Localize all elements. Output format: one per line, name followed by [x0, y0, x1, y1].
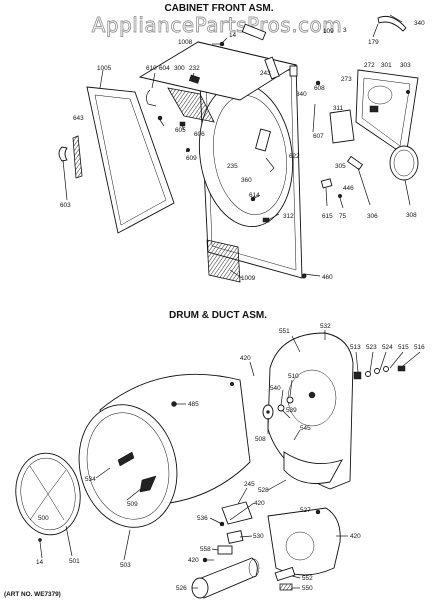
part-label: 420	[350, 533, 361, 540]
part-label: 540	[270, 385, 281, 392]
part-label: 311	[333, 105, 344, 112]
part-label: 1009	[241, 275, 256, 282]
blower-housing	[267, 507, 341, 576]
part-label: 273	[341, 76, 352, 83]
part-label: 604	[159, 65, 170, 72]
part-label: 109	[323, 28, 334, 35]
part-label: 245	[244, 481, 255, 488]
part-label: 515	[398, 344, 409, 351]
part-label: 550	[302, 585, 313, 592]
right-side-bracket	[355, 69, 419, 157]
drum-leader-lines	[39, 330, 421, 589]
drum-front-ring	[15, 452, 81, 542]
part-label: 1008	[178, 39, 193, 46]
duct-shroud	[283, 451, 343, 484]
part-label: 523	[366, 344, 377, 351]
part-label: 301	[381, 62, 392, 69]
cabinet-section-title: CABINET FRONT ASM.	[164, 3, 273, 14]
part-label: 243	[260, 70, 271, 77]
part-label: 272	[364, 62, 375, 69]
door-seal-ring	[389, 145, 419, 181]
part-label: 552	[302, 575, 313, 582]
part-label: 460	[322, 274, 333, 281]
part-label: 610	[146, 65, 157, 72]
part-label: 534	[85, 476, 96, 483]
part-label: 308	[406, 212, 417, 219]
part-label: 539	[286, 407, 297, 414]
part-label: 179	[368, 39, 379, 46]
blower-clips	[274, 566, 296, 591]
part-label: 527	[300, 507, 311, 514]
cabinet-leader-lines	[62, 14, 411, 279]
part-label: 501	[69, 558, 80, 565]
art-number: (ART NO. WE7379)	[4, 591, 61, 598]
part-label: 420	[188, 557, 199, 564]
part-label: 615	[322, 213, 333, 220]
motor-mount-parts	[202, 501, 253, 563]
part-label: 622	[289, 153, 300, 160]
part-label: 300	[174, 65, 185, 72]
drive-motor	[191, 557, 260, 599]
part-label: 526	[176, 585, 187, 592]
part-label: 503	[120, 562, 131, 569]
watermark: AppliancePartsPros.com	[92, 13, 343, 37]
part-label: 3	[343, 27, 347, 34]
part-label: 360	[241, 177, 252, 184]
front-door-panel	[72, 86, 175, 234]
part-label: 305	[335, 163, 346, 170]
part-label: 340	[296, 91, 307, 98]
cabinet-part-labels: 340 179 1008 14 109 3 243 608 273 272 30…	[60, 20, 425, 282]
part-label: 232	[189, 65, 200, 72]
drum-part-labels: 551 532 420 513 523 524 515 516 485 510 …	[36, 323, 425, 592]
part-label: 485	[188, 401, 199, 408]
part-label: 643	[73, 115, 84, 122]
part-label: 75	[339, 213, 347, 220]
part-label: 14	[229, 32, 237, 39]
part-label: 1005	[97, 65, 112, 72]
part-label: 545	[300, 425, 311, 432]
part-label: 606	[194, 131, 205, 138]
part-label: 340	[414, 20, 425, 27]
part-label: 532	[320, 323, 331, 330]
part-label: 607	[313, 133, 324, 140]
part-label: 510	[288, 373, 299, 380]
part-label: 303	[400, 62, 411, 69]
cabinet-front-panel	[138, 41, 307, 279]
door-handle-bracket	[58, 146, 68, 162]
part-label: 558	[200, 546, 211, 553]
top-hinge-parts	[219, 15, 407, 86]
part-label: 500	[38, 515, 49, 522]
part-label: 614	[249, 192, 260, 199]
part-label: 605	[175, 127, 186, 134]
part-label: 551	[279, 328, 290, 335]
part-label: 524	[382, 344, 393, 351]
control-module	[312, 103, 355, 144]
part-label: 536	[197, 515, 208, 522]
part-label: 603	[60, 202, 71, 209]
bottom-grille	[206, 239, 241, 283]
latch-parts	[320, 155, 364, 199]
part-label: 508	[255, 436, 266, 443]
dryer-drum	[78, 373, 251, 528]
part-label: 312	[283, 213, 294, 220]
part-label: 609	[186, 155, 197, 162]
part-label: 530	[253, 533, 264, 540]
part-label: 14	[36, 559, 44, 566]
part-label: 235	[227, 163, 238, 170]
part-label: 513	[350, 344, 361, 351]
part-label: 446	[343, 185, 354, 192]
drum-support-rollers	[353, 365, 406, 380]
part-label: 608	[314, 85, 325, 92]
part-label: 306	[367, 213, 378, 220]
part-label: 516	[414, 344, 425, 351]
drum-section-title: DRUM & DUCT ASM.	[169, 310, 267, 321]
part-label: 420	[240, 355, 251, 362]
part-label: 420	[254, 500, 265, 507]
part-label: 528	[258, 487, 269, 494]
part-label: 509	[127, 501, 138, 508]
